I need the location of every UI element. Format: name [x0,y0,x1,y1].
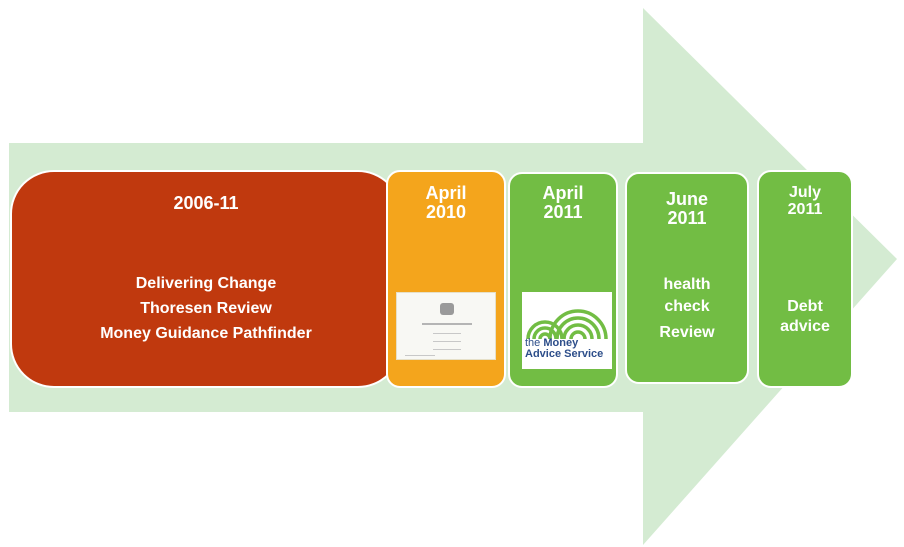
rainbow-arcs-icon [526,309,608,340]
card-date: April 2011 [510,184,616,222]
card-date-year: 2011 [787,201,823,218]
timeline-card-july-2011: July 2011 Debt advice [757,170,853,388]
card-items: Delivering Change Thoresen Review Money … [12,271,400,346]
timeline-card-april-2010: April 2010 [386,170,506,388]
card-date-year: 2011 [543,202,583,222]
money-advice-service-logo: the Money Advice Service [522,292,612,369]
document-thumbnail-image [396,292,496,360]
card-date-year: 2010 [425,202,467,222]
card-date-month: April [542,183,584,203]
timeline-card-april-2011: April 2011 the Money Advice Service [508,172,618,388]
card-date: April 2010 [388,184,504,222]
card-date: June 2011 [627,190,747,228]
card-date-month: June [665,189,708,209]
timeline-card-2006-11: 2006-11 Delivering Change Thoresen Revie… [10,170,402,388]
card-date-month: April [425,183,467,203]
card-item-delivering-change: Delivering Change [135,275,277,292]
card-description: health check Review [659,276,715,341]
timeline-card-june-2011: June 2011 health check Review [625,172,749,384]
crest-icon [440,303,454,315]
logo-text: the Money Advice Service [525,337,604,360]
card-date: July 2011 [759,184,851,218]
card-date-month: July [788,184,821,201]
card-description: Debt advice [780,298,830,335]
card-item-money-guidance: Money Guidance Pathfinder [100,325,312,342]
card-date-year: 2011 [667,208,707,228]
card-item-thoresen-review: Thoresen Review [140,300,272,317]
card-date: 2006-11 [173,193,239,213]
